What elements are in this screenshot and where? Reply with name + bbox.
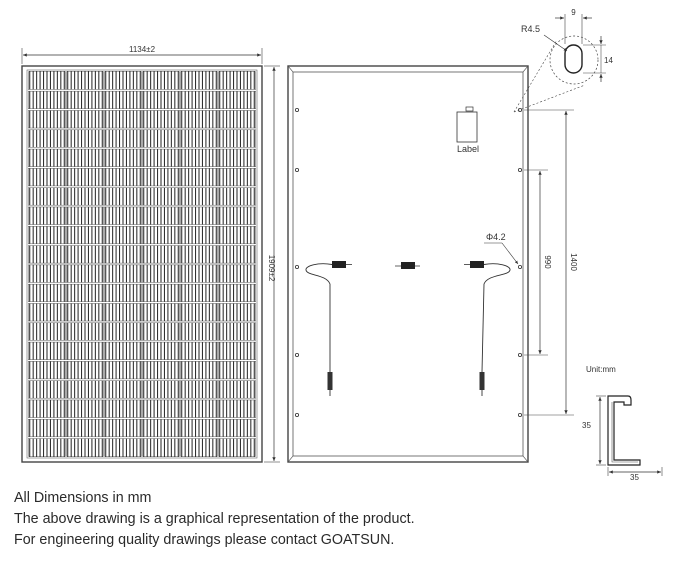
frame-profile: Unit:mm 35 35 bbox=[582, 365, 663, 480]
width-dimension-label: 1134±2 bbox=[129, 45, 156, 54]
back-panel-inner-frame bbox=[292, 71, 524, 457]
drawing-notes: All Dimensions in mm The above drawing i… bbox=[14, 488, 674, 551]
junction-box-right bbox=[464, 261, 511, 396]
front-view bbox=[21, 65, 263, 463]
note-line-units: All Dimensions in mm bbox=[14, 490, 152, 506]
height-dimension: 1909±2 bbox=[264, 65, 280, 463]
cell-row-edges bbox=[28, 89, 256, 439]
junction-box-center bbox=[395, 262, 420, 269]
slot-detail-circle bbox=[549, 35, 599, 85]
slot-detail: 9 14 R4.5 bbox=[513, 8, 613, 113]
outer-hole-spacing-label: 1400 bbox=[569, 253, 578, 271]
mount-hole-spacing-label: 990 bbox=[543, 255, 552, 269]
slot-radius-label: R4.5 bbox=[521, 24, 540, 34]
width-dimension: 1134±2 bbox=[21, 45, 263, 64]
hole-diameter-callout: Φ4.2 bbox=[484, 232, 519, 265]
junction-box-left bbox=[305, 261, 352, 396]
outer-hole-spacing-dimension: 1400 bbox=[524, 109, 578, 416]
mount-hole-spacing-dimension: 990 bbox=[524, 169, 552, 356]
slot-shape bbox=[564, 44, 583, 74]
frame-width-label: 35 bbox=[630, 473, 639, 480]
mounting-holes-left bbox=[294, 108, 299, 417]
front-panel-inner-frame bbox=[26, 69, 258, 459]
frame-height-label: 35 bbox=[582, 421, 591, 430]
note-line-disclaimer: The above drawing is a graphical represe… bbox=[14, 511, 415, 527]
hole-diameter-label: Φ4.2 bbox=[486, 232, 506, 242]
back-view: Label Φ4.2 bbox=[287, 65, 529, 463]
slot-width-label: 9 bbox=[571, 8, 576, 17]
slot-height-label: 14 bbox=[604, 56, 613, 65]
height-dimension-label: 1909±2 bbox=[267, 255, 276, 282]
unit-label: Unit:mm bbox=[586, 365, 616, 374]
frame-cross-section bbox=[607, 395, 641, 466]
panel-technical-drawing: 1134±2 1909±2 bbox=[21, 8, 663, 480]
solar-cell-grid bbox=[28, 71, 256, 457]
mounting-holes-right bbox=[518, 108, 523, 417]
mc4-connector-right bbox=[479, 372, 485, 390]
cell-row-gaps bbox=[28, 89, 256, 439]
label-sticker: Label bbox=[456, 106, 479, 154]
note-line-contact: For engineering quality drawings please … bbox=[14, 532, 395, 548]
mc4-connector-left bbox=[327, 372, 333, 390]
label-text: Label bbox=[457, 144, 479, 154]
